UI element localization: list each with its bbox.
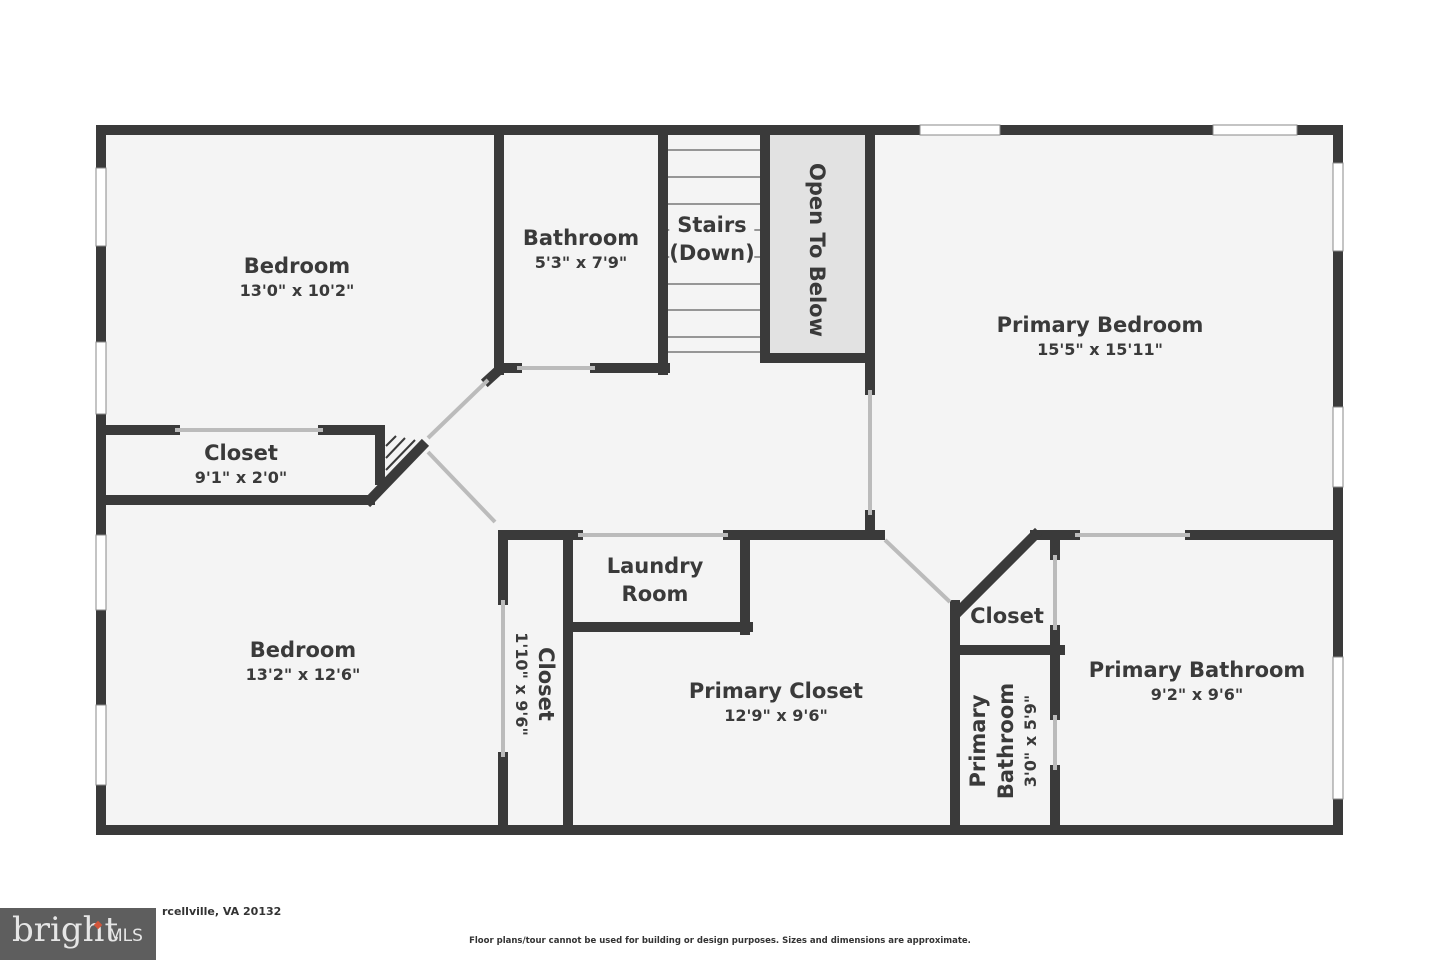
stairs-label: Stairs (Down) — [669, 211, 755, 267]
room-dims: 9'2" x 9'6" — [1150, 685, 1244, 704]
room-dims: 15'5" x 15'11" — [1037, 340, 1163, 359]
open-to-below-label: Open To Below — [803, 163, 831, 337]
windows — [95, 124, 1344, 800]
open-to-below-area — [765, 135, 870, 358]
room-closet-3: Closet — [970, 602, 1044, 630]
disclaimer: Floor plans/tour cannot be used for buil… — [469, 936, 971, 946]
room-name: Closet — [534, 647, 558, 721]
logo-suffix: MLS — [108, 926, 143, 946]
address: rcellville, VA 20132 — [162, 905, 282, 918]
room-name-line2: Bathroom — [994, 682, 1018, 800]
stairs-line1: Stairs — [677, 213, 747, 237]
stairs-line2: (Down) — [669, 241, 755, 265]
room-closet-1: Closet 9'1" x 2'0" — [195, 439, 287, 489]
room-name: Primary Bedroom — [996, 313, 1204, 337]
room-bedroom-2: Bedroom 13'2" x 12'6" — [246, 636, 361, 686]
logo-text: bright — [12, 910, 119, 950]
room-dims: 13'2" x 12'6" — [245, 665, 361, 684]
room-dims: 3'0" x 5'9" — [1021, 694, 1040, 788]
room-name: Open To Below — [805, 163, 829, 337]
doors — [175, 366, 1190, 770]
room-name: Closet — [970, 604, 1044, 628]
room-primary-bedroom: Primary Bedroom 15'5" x 15'11" — [997, 311, 1204, 361]
bright-mls-logo: bright MLS — [0, 908, 156, 960]
room-dims: 9'1" x 2'0" — [194, 468, 288, 487]
room-name: Bedroom — [249, 638, 357, 662]
room-dims: 5'3" x 7'9" — [534, 253, 628, 272]
room-dims: 1'10" x 9'6" — [512, 632, 531, 736]
room-dims: 12'9" x 9'6" — [724, 706, 828, 725]
room-name: Primary Bathroom — [1088, 658, 1306, 682]
room-name: Bedroom — [243, 254, 351, 278]
room-name: Primary Closet — [688, 679, 864, 703]
room-name-line1: Primary — [966, 694, 990, 788]
closet-stair-hatch — [385, 435, 416, 471]
room-primary-closet: Primary Closet 12'9" x 9'6" — [689, 677, 863, 727]
room-primary-bathroom: Primary Bathroom 9'2" x 9'6" — [1089, 656, 1306, 706]
room-dims: 13'0" x 10'2" — [239, 281, 355, 300]
room-name-line2: Room — [621, 582, 689, 606]
room-name-line1: Laundry — [606, 554, 704, 578]
room-bathroom: Bathroom 5'3" x 7'9" — [523, 224, 639, 274]
room-name: Closet — [204, 441, 278, 465]
room-name: Bathroom — [522, 226, 640, 250]
room-bedroom-1: Bedroom 13'0" x 10'2" — [240, 252, 355, 302]
